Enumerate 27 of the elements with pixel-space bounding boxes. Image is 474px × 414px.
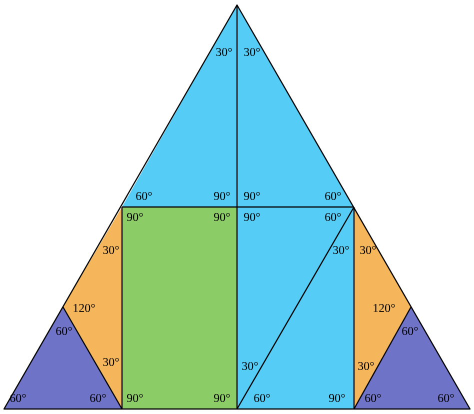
angle-label: 60° [365, 394, 381, 402]
angle-label: 90° [244, 212, 260, 222]
angle-label: 60° [438, 394, 454, 402]
angle-label: 30° [358, 362, 374, 370]
angle-label: 30° [216, 48, 232, 56]
angle-label: 90° [214, 394, 230, 402]
angle-label: 60° [325, 192, 341, 200]
angle-label: 90° [244, 192, 260, 200]
angle-label: 60° [136, 192, 152, 200]
angle-label: 30° [103, 358, 119, 366]
angle-label: 30° [360, 246, 376, 254]
angle-label: 90° [127, 212, 143, 222]
angle-label: 90° [329, 394, 345, 402]
angle-label: 120° [374, 304, 395, 312]
angle-label: 60° [56, 326, 72, 336]
angle-label: 90° [214, 192, 230, 200]
angle-label: 60° [254, 394, 270, 402]
angle-label: 30° [244, 48, 260, 56]
angle-label: 30° [242, 362, 258, 370]
angle-label: 30° [103, 246, 119, 254]
angle-label: 90° [127, 394, 143, 402]
angle-label: 30° [333, 246, 349, 254]
angle-label: 120° [74, 304, 95, 312]
angle-label: 90° [214, 212, 230, 222]
angle-label: 60° [325, 212, 341, 222]
angle-label: 60° [90, 394, 106, 402]
angle-label: 60° [402, 326, 418, 336]
